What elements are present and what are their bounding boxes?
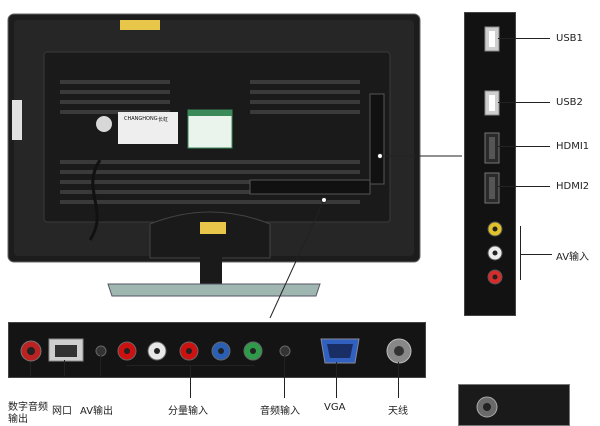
bottom-port-panel [8, 322, 426, 378]
audio-in-label: 音频输入 [260, 406, 300, 417]
component-leader [190, 365, 191, 398]
brand-cn-label: 长虹 [158, 117, 169, 123]
av-in-bracket [520, 226, 521, 280]
network-leader [64, 360, 65, 376]
component-in-label: 分量输入 [168, 406, 208, 417]
network-label: 网口 [52, 406, 72, 417]
hdmi1-leader [498, 146, 550, 147]
antenna-leader [398, 362, 399, 398]
audio-in-leader [284, 355, 285, 398]
usb1-leader [498, 38, 550, 39]
av-out-label: AV输出 [80, 406, 114, 417]
vga-leader [336, 362, 337, 398]
av-in-leader [520, 254, 552, 255]
brand-label: CHANGHONG [124, 116, 158, 122]
tv-back-photo [7, 13, 421, 297]
av-out-leader [100, 355, 101, 376]
digital-audio-out-label: 数字音频输出 [8, 402, 48, 425]
antenna-label: 天线 [388, 406, 408, 417]
usb2-leader [498, 102, 550, 103]
hdmi2-label: HDMI2 [556, 181, 590, 192]
usb1-label: USB1 [556, 33, 583, 44]
side-port-panel [464, 12, 516, 316]
usb2-label: USB2 [556, 97, 583, 108]
digital-audio-leader [30, 362, 31, 376]
inset-photo-fragment [458, 384, 570, 426]
hdmi2-leader [498, 186, 550, 187]
av-in-label: AV输入 [556, 252, 590, 263]
hdmi1-label: HDMI1 [556, 141, 590, 152]
vga-label: VGA [324, 402, 346, 413]
